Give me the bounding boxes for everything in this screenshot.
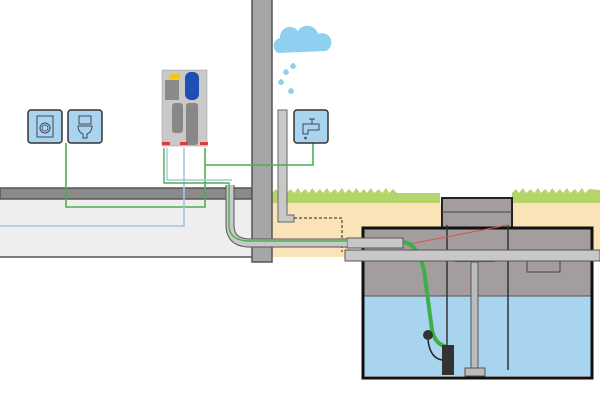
mains-line <box>0 148 185 227</box>
exterior-wall <box>251 0 273 263</box>
garden-tap-icon <box>293 109 329 144</box>
float-switch <box>423 330 433 340</box>
basement <box>0 200 252 257</box>
filter-housing <box>172 103 183 133</box>
pump-control-unit <box>161 69 208 147</box>
sensor-wire <box>409 224 509 245</box>
submersible-pump <box>442 345 454 375</box>
rain-cloud-icon <box>273 25 332 94</box>
inlet-pipe <box>344 249 600 262</box>
calming-inlet-pipe <box>470 261 479 371</box>
downpipe <box>277 109 295 223</box>
grass <box>272 188 600 203</box>
pump-hose <box>403 240 449 349</box>
toilet-icon <box>67 109 103 144</box>
floor-slab <box>0 187 253 200</box>
supply-line-appliances <box>65 143 206 208</box>
pump-suction-line <box>163 148 347 242</box>
supply-line-tap <box>205 143 314 166</box>
washing-machine-icon <box>27 109 63 144</box>
pressure-vessel <box>185 72 199 100</box>
conduit-pipe <box>346 237 404 249</box>
tank-riser <box>441 197 513 231</box>
